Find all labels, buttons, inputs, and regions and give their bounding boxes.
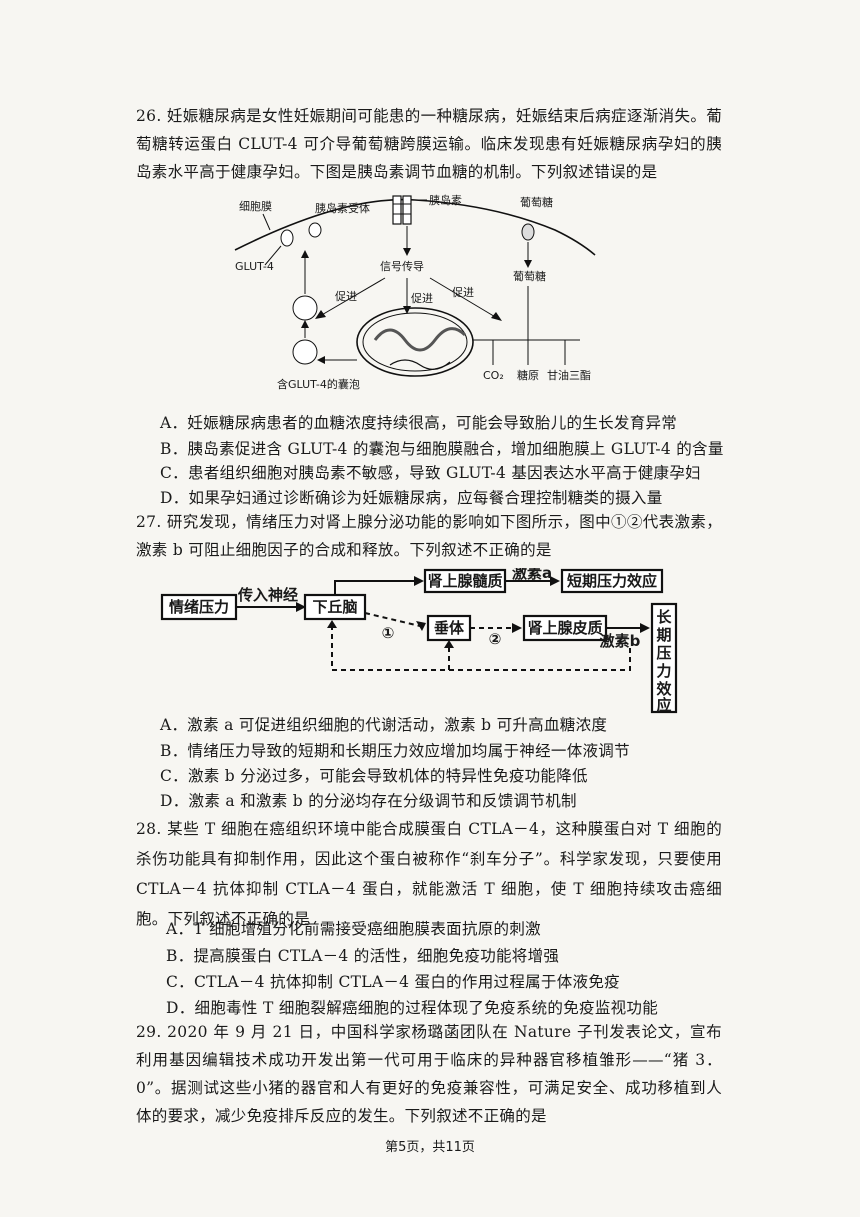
q28-option-c: C．CTLA－4 抗体抑制 CTLA－4 蛋白的作用过程属于体液免疫 <box>166 973 620 991</box>
q27-option-c: C．激素 b 分泌过多，可能会导致机体的特异性免疫功能降低 <box>160 767 588 785</box>
q26-stem: 26. 妊娠糖尿病是女性妊娠期间可能患的一种糖尿病，妊娠结束后病症逐渐消失。葡萄… <box>136 107 722 181</box>
label-promote-left: 促进 <box>335 289 357 303</box>
box-cortex: 肾上腺皮质 <box>527 619 602 637</box>
label-glut4: GLUT-4 <box>235 260 274 273</box>
label-promote-right: 促进 <box>452 285 474 299</box>
q27-option-b: B．情绪压力导致的短期和长期压力效应增加均属于神经一体液调节 <box>160 742 630 760</box>
label-signal: 信号传导 <box>380 260 424 273</box>
label-co2: CO₂ <box>483 369 504 382</box>
svg-text:力: 力 <box>656 662 671 680</box>
label-glucose-in: 葡萄糖 <box>513 269 546 283</box>
label-insulin-receptor: 胰岛素受体 <box>315 201 370 215</box>
label-promote-mid: 促进 <box>411 291 433 305</box>
label-glycogen: 糖原 <box>517 368 539 382</box>
vesicle-icon <box>292 295 318 365</box>
box-stress: 情绪压力 <box>169 598 229 616</box>
label-vesicle: 含GLUT-4的囊泡 <box>277 377 360 391</box>
q26-option-c: C．患者组织细胞对胰岛素不敏感，导致 GLUT-4 基因表达水平高于健康孕妇 <box>160 464 701 482</box>
box-medulla: 肾上腺髓质 <box>427 572 502 590</box>
label-mark2: ② <box>489 630 502 648</box>
q26-option-b: B．胰岛素促进含 GLUT-4 的囊泡与细胞膜融合，增加细胞膜上 GLUT-4 … <box>160 440 724 458</box>
label-fat: 甘油三酯 <box>547 368 591 382</box>
q26-option-d: D．如果孕妇通过诊断确诊为妊娠糖尿病，应每餐合理控制糖类的摄入量 <box>160 489 663 507</box>
q27-stem: 27. 研究发现，情绪压力对肾上腺分泌功能的影响如下图所示，图中①②代表激素，激… <box>136 513 722 559</box>
box-pituitary: 垂体 <box>434 619 465 637</box>
svg-text:效: 效 <box>656 680 672 698</box>
page-footer: 第5页，共11页 <box>385 1140 475 1155</box>
q28-option-a: A．T 细胞增殖分化前需接受癌细胞膜表面抗原的刺激 <box>166 920 541 938</box>
label-cell-membrane: 细胞膜 <box>239 200 272 213</box>
q27-stress-diagram: 情绪压力 传入神经 下丘脑 肾上腺髓质 激素a 短期压力效应 ① 垂体 ② 肾上… <box>160 568 678 714</box>
q27-option-d: D．激素 a 和激素 b 的分泌均存在分级调节和反馈调节机制 <box>160 792 577 810</box>
svg-text:压: 压 <box>656 644 671 662</box>
insulin-receptor-icon <box>392 195 412 225</box>
label-mark1: ① <box>382 624 395 642</box>
q29-stem: 29. 2020 年 9 月 21 日，中国科学家杨璐菡团队在 Nature 子… <box>136 1023 722 1125</box>
label-hormone-a: 激素a <box>512 568 552 582</box>
svg-text:期: 期 <box>656 626 671 644</box>
q27-option-a: A．激素 a 可促进组织细胞的代谢活动，激素 b 可升高血糖浓度 <box>160 716 608 734</box>
q26-option-a: A．妊娠糖尿病患者的血糖浓度持续很高，可能会导致胎儿的生长发育异常 <box>160 414 678 432</box>
q26-insulin-diagram: 细胞膜 胰岛素受体 胰岛素 葡萄糖 葡萄糖 GLUT-4 信号传导 促进 促进 … <box>234 193 596 391</box>
q28-option-d: D．细胞毒性 T 细胞裂解癌细胞的过程体现了免疫系统的免疫监视功能 <box>166 999 659 1017</box>
svg-text:应: 应 <box>656 696 671 714</box>
q28-option-b: B．提高膜蛋白 CTLA－4 的活性，细胞免疫功能将增强 <box>166 947 560 965</box>
box-hypothalamus: 下丘脑 <box>312 598 357 616</box>
label-insulin: 胰岛素 <box>429 193 462 207</box>
label-glucose-top: 葡萄糖 <box>520 195 553 209</box>
svg-text:长: 长 <box>656 608 672 626</box>
glut4-icon <box>280 222 322 247</box>
label-afferent: 传入神经 <box>237 586 298 604</box>
box-short-term: 短期压力效应 <box>567 572 657 590</box>
q28-stem: 28. 某些 T 细胞在癌组织环境中能合成膜蛋白 CTLA－4，这种膜蛋白对 T… <box>136 820 722 928</box>
label-hormone-b: 激素b <box>600 632 641 650</box>
